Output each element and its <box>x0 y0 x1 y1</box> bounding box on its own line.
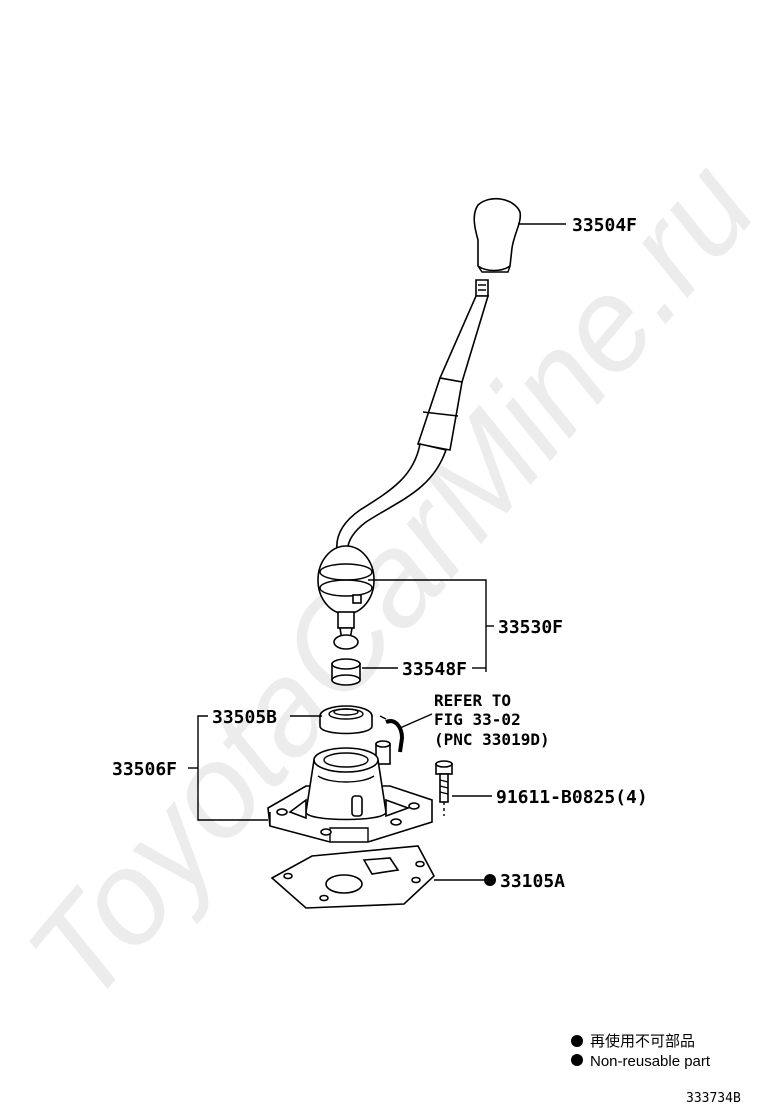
leader-lines <box>188 223 566 881</box>
part-label-91611-B0825[interactable]: 91611-B0825(4) <box>496 787 648 808</box>
gasket-drawing <box>270 845 435 909</box>
part-label-33506F[interactable]: 33506F <box>112 759 177 780</box>
lever-ball-assy-drawing <box>317 545 375 650</box>
shift-lever-drawing <box>336 279 490 557</box>
legend-bullet-jp <box>571 1035 583 1047</box>
seal-drawing <box>319 705 373 735</box>
part-label-33105A[interactable]: 33105A <box>500 871 565 892</box>
shift-knob-drawing <box>473 197 522 273</box>
legend-bullet-en <box>571 1054 583 1066</box>
bushing-drawing <box>331 658 361 686</box>
bolt-drawing <box>435 760 453 816</box>
refer-note-line3[interactable]: (PNC 33019D) <box>434 730 550 749</box>
figure-id: 333734B <box>686 1091 741 1106</box>
legend-en: Non-reusable part <box>590 1053 711 1070</box>
part-label-33548F[interactable]: 33548F <box>402 659 467 680</box>
retainer-drawing <box>267 747 433 843</box>
refer-note-line1: REFER TO <box>434 691 511 710</box>
non-reusable-bullet <box>484 874 496 886</box>
refer-note-line2[interactable]: FIG 33-02 <box>434 710 521 729</box>
part-label-33530F[interactable]: 33530F <box>498 617 563 638</box>
part-label-33505B[interactable]: 33505B <box>212 707 277 728</box>
breather-pipe-drawing <box>375 715 405 765</box>
part-label-33504F[interactable]: 33504F <box>572 215 637 236</box>
legend-jp: 再使用不可部品 <box>590 1033 695 1050</box>
